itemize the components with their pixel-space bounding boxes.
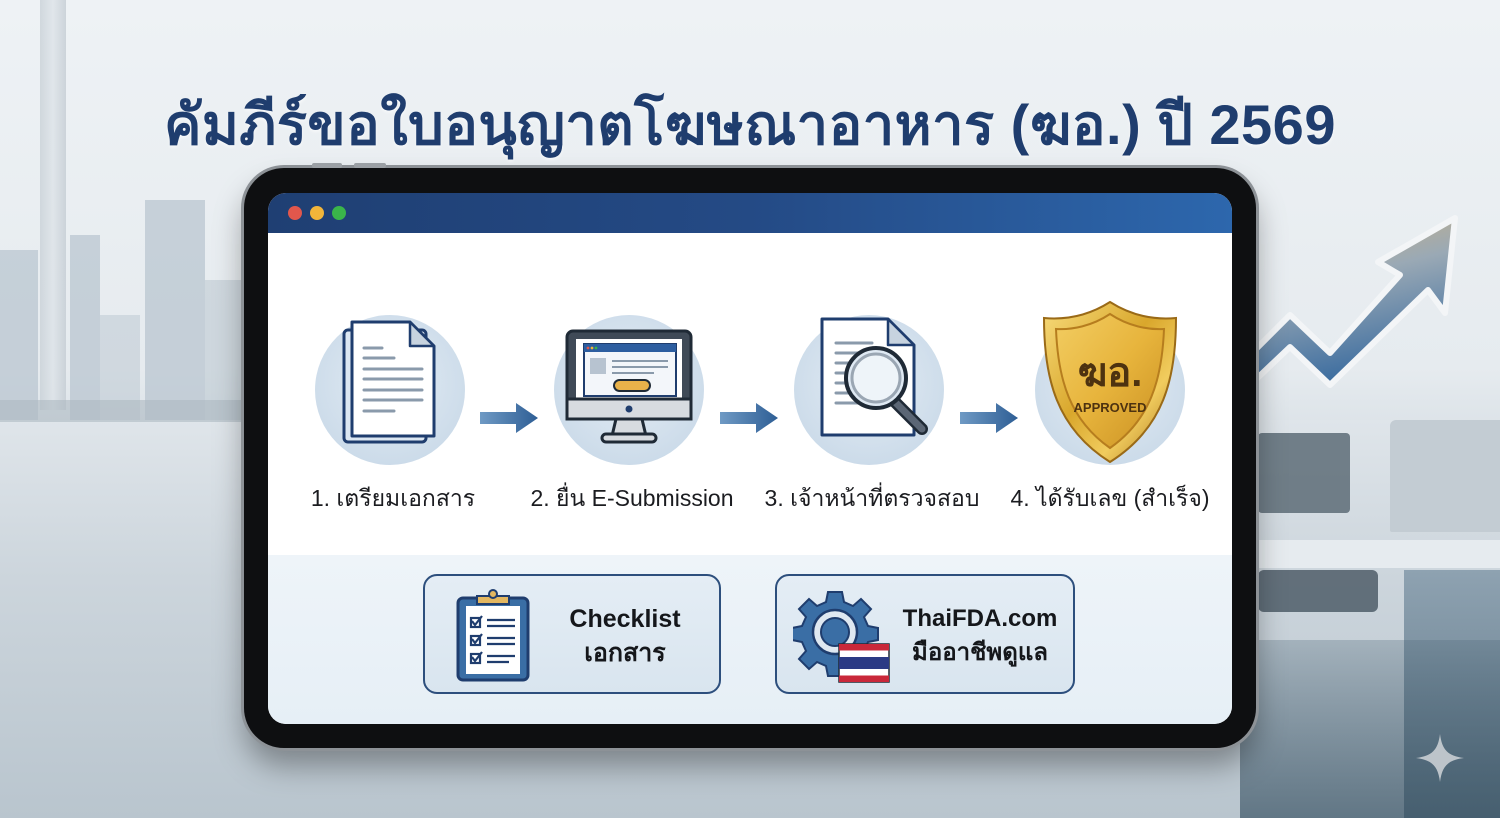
- window-ledge: [0, 400, 250, 422]
- document-magnifier-icon: [820, 317, 928, 437]
- card-title: Checklist: [569, 605, 681, 633]
- clipboard-checklist-icon: [456, 589, 530, 682]
- arrow-right-icon: [480, 403, 538, 433]
- gear-thai-flag-icon: [793, 591, 890, 683]
- badge-status: APPROVED: [1074, 400, 1147, 415]
- window-titlebar: [268, 193, 1232, 233]
- process-steps: 1. เตรียมเอกสาร: [268, 233, 1232, 555]
- office-chair-seat: [1258, 570, 1378, 612]
- computer-monitor-icon: [565, 329, 693, 444]
- window-maximize-button[interactable]: [332, 206, 346, 220]
- step-label: 2. ยื่น E-Submission: [530, 485, 734, 511]
- step-label: 3. เจ้าหน้าที่ตรวจสอบ: [764, 485, 980, 511]
- badge-code: ฆอ.: [1078, 351, 1143, 395]
- window-close-button[interactable]: [288, 206, 302, 220]
- step-label: 4. ได้รับเลข (สำเร็จ): [1010, 485, 1210, 511]
- tablet-button: [354, 163, 386, 168]
- checklist-card-text: Checklist เอกสาร: [545, 602, 705, 670]
- card-subtitle: มืออาชีพดูแล: [912, 639, 1048, 666]
- window-pillar: [40, 0, 66, 410]
- laptop: [1390, 420, 1500, 532]
- checklist-card[interactable]: Checklist เอกสาร: [423, 574, 721, 694]
- card-title: ThaiFDA.com: [902, 605, 1058, 632]
- tablet-button: [312, 163, 342, 168]
- tablet-device: 1. เตรียมเอกสาร: [244, 163, 1256, 748]
- thaifda-card-text: ThaiFDA.com มืออาชีพดูแล: [895, 602, 1065, 670]
- thaifda-card[interactable]: ThaiFDA.com มืออาชีพดูแล: [775, 574, 1075, 694]
- window-minimize-button[interactable]: [310, 206, 324, 220]
- arrow-right-icon: [960, 403, 1018, 433]
- documents-icon: [342, 320, 436, 444]
- sparkle-icon: [1416, 734, 1464, 782]
- building: [70, 235, 100, 420]
- arrow-right-icon: [720, 403, 778, 433]
- building: [0, 250, 38, 420]
- page-title: คัมภีร์ขอใบอนุญาตโฆษณาอาหาร (ฆอ.) ปี 256…: [164, 93, 1336, 156]
- office-chair: [1258, 433, 1350, 513]
- building: [145, 200, 205, 420]
- trend-up-arrow-icon: [1250, 215, 1458, 388]
- shade: [1240, 640, 1500, 818]
- approved-shield-icon: ฆอ. APPROVED: [1042, 300, 1178, 464]
- browser-window: 1. เตรียมเอกสาร: [268, 193, 1232, 724]
- step-label: 1. เตรียมเอกสาร: [310, 485, 476, 511]
- card-subtitle: เอกสาร: [584, 639, 666, 667]
- desk: [1258, 540, 1500, 568]
- building: [205, 280, 243, 420]
- resources-panel: Checklist เอกสาร: [268, 555, 1232, 724]
